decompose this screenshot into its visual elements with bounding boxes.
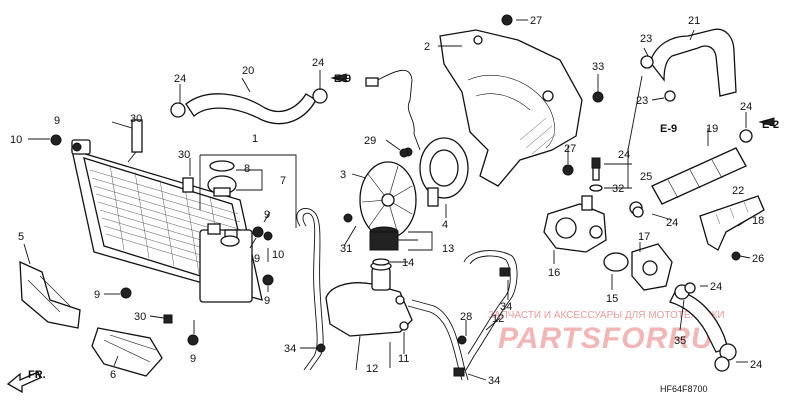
callout-9c: 9 — [190, 353, 196, 365]
callout-2: 2 — [424, 41, 430, 53]
bolt-33 — [592, 91, 604, 103]
callout-25: 25 — [640, 171, 652, 183]
callout-10a: 10 — [10, 134, 22, 146]
water-hose-19 — [651, 147, 747, 205]
bolt-27-top — [501, 14, 513, 26]
thermostat-15 — [603, 252, 629, 272]
diagram-code: HF64F8700 — [660, 384, 708, 394]
seal-14 — [372, 258, 390, 266]
callout-9e: 9 — [264, 295, 270, 307]
callout-16: 16 — [548, 267, 560, 279]
front-arrow-icon — [6, 371, 41, 394]
shroud-6 — [91, 327, 163, 377]
callout-33: 33 — [592, 61, 604, 73]
callout-6: 6 — [110, 369, 116, 381]
callout-30c: 30 — [134, 311, 146, 323]
callout-17: 17 — [638, 231, 650, 243]
ref-e2: E-2 — [762, 119, 779, 131]
callout-8: 8 — [244, 163, 250, 175]
callout-18: 18 — [752, 215, 764, 227]
fan-wire — [373, 69, 421, 151]
thermostat-housing-16 — [543, 195, 607, 253]
callout-9f: 9 — [264, 209, 270, 221]
callout-24b: 24 — [312, 57, 324, 69]
callout-12a: 12 — [366, 363, 378, 375]
callout-3: 3 — [340, 169, 346, 181]
callout-10b: 10 — [272, 249, 284, 261]
callout-31: 31 — [340, 243, 352, 255]
callout-34c: 34 — [500, 301, 512, 313]
callout-23a: 23 — [640, 33, 652, 45]
nut-fan — [343, 213, 353, 223]
callout-15: 15 — [606, 293, 618, 305]
cooling-fan-3 — [359, 161, 417, 239]
fan-motor-4 — [419, 137, 469, 207]
callout-22: 22 — [732, 185, 744, 197]
bolt-29 — [399, 148, 409, 158]
watermark-logo: PARTSFORRU — [498, 322, 714, 355]
leader-lines — [23, 19, 751, 381]
callout-30a: 30 — [130, 113, 142, 125]
radiator-fittings — [50, 119, 274, 346]
upper-hose-20 — [185, 93, 317, 125]
radiator — [71, 139, 263, 303]
callout-24f: 24 — [750, 359, 762, 371]
callout-23b: 23 — [636, 95, 648, 107]
callout-24g: 24 — [618, 149, 630, 161]
callout-11: 11 — [398, 353, 409, 365]
callout-13: 13 — [442, 243, 454, 255]
washer-32 — [589, 184, 603, 192]
bolt-26 — [731, 251, 741, 261]
ref-e9-left: E-9 — [334, 73, 351, 85]
o-ring-8 — [209, 160, 235, 172]
watermark-text: ЗАПЧАСТИ И АКСЕССУАРЫ ДЛЯ МОТОТЕХНИКИ — [488, 310, 725, 321]
fan-shroud-2 — [439, 29, 583, 187]
front-label: FR. — [28, 369, 46, 381]
callout-24d: 24 — [666, 217, 678, 229]
ref-arrow-e9-left — [330, 73, 347, 83]
callout-27b: 27 — [564, 143, 576, 155]
callout-1: 1 — [252, 133, 258, 145]
callout-5: 5 — [18, 231, 24, 243]
callout-labels: 1 2 3 4 5 6 7 8 9 9 9 9 9 9 10 10 11 12 … — [10, 15, 764, 387]
callout-21: 21 — [688, 15, 700, 27]
callout-24e: 24 — [710, 281, 722, 293]
callout-9a: 9 — [54, 115, 60, 127]
temp-sensor-25 — [591, 157, 601, 169]
callout-34b: 34 — [488, 375, 500, 387]
callout-26: 26 — [752, 253, 764, 265]
clamp-24 — [632, 206, 644, 218]
callout-14: 14 — [402, 257, 414, 269]
callout-32: 32 — [612, 183, 624, 195]
callout-9b: 9 — [94, 289, 100, 301]
callout-9d: 9 — [254, 253, 260, 265]
callout-20: 20 — [242, 65, 254, 77]
water-pipe-22 — [699, 195, 765, 251]
callout-4: 4 — [442, 219, 448, 231]
callout-35: 35 — [674, 335, 686, 347]
callout-27a: 27 — [530, 15, 542, 27]
reservoir-tank-11 — [325, 261, 413, 337]
breather-hose-34b — [407, 305, 463, 381]
shroud-5 — [19, 260, 81, 329]
overflow-hose-34a — [296, 208, 324, 371]
bolt-28 — [457, 335, 467, 345]
ref-e9-right: E-9 — [660, 123, 677, 135]
callout-29: 29 — [364, 135, 376, 147]
callout-7: 7 — [280, 175, 286, 187]
ref-arrow-e2 — [758, 117, 775, 127]
callout-28: 28 — [460, 311, 472, 323]
callout-30b: 30 — [178, 149, 190, 161]
leader-1 — [200, 154, 297, 228]
siphon-hose-34c — [463, 250, 518, 371]
callout-19: 19 — [706, 123, 718, 135]
callout-24c: 24 — [740, 101, 752, 113]
water-hose-21 — [649, 28, 737, 97]
callout-12b: 12 — [492, 313, 504, 325]
bolt-27-mid — [562, 164, 574, 176]
callout-34a: 34 — [284, 343, 296, 355]
callout-24a: 24 — [174, 73, 186, 85]
